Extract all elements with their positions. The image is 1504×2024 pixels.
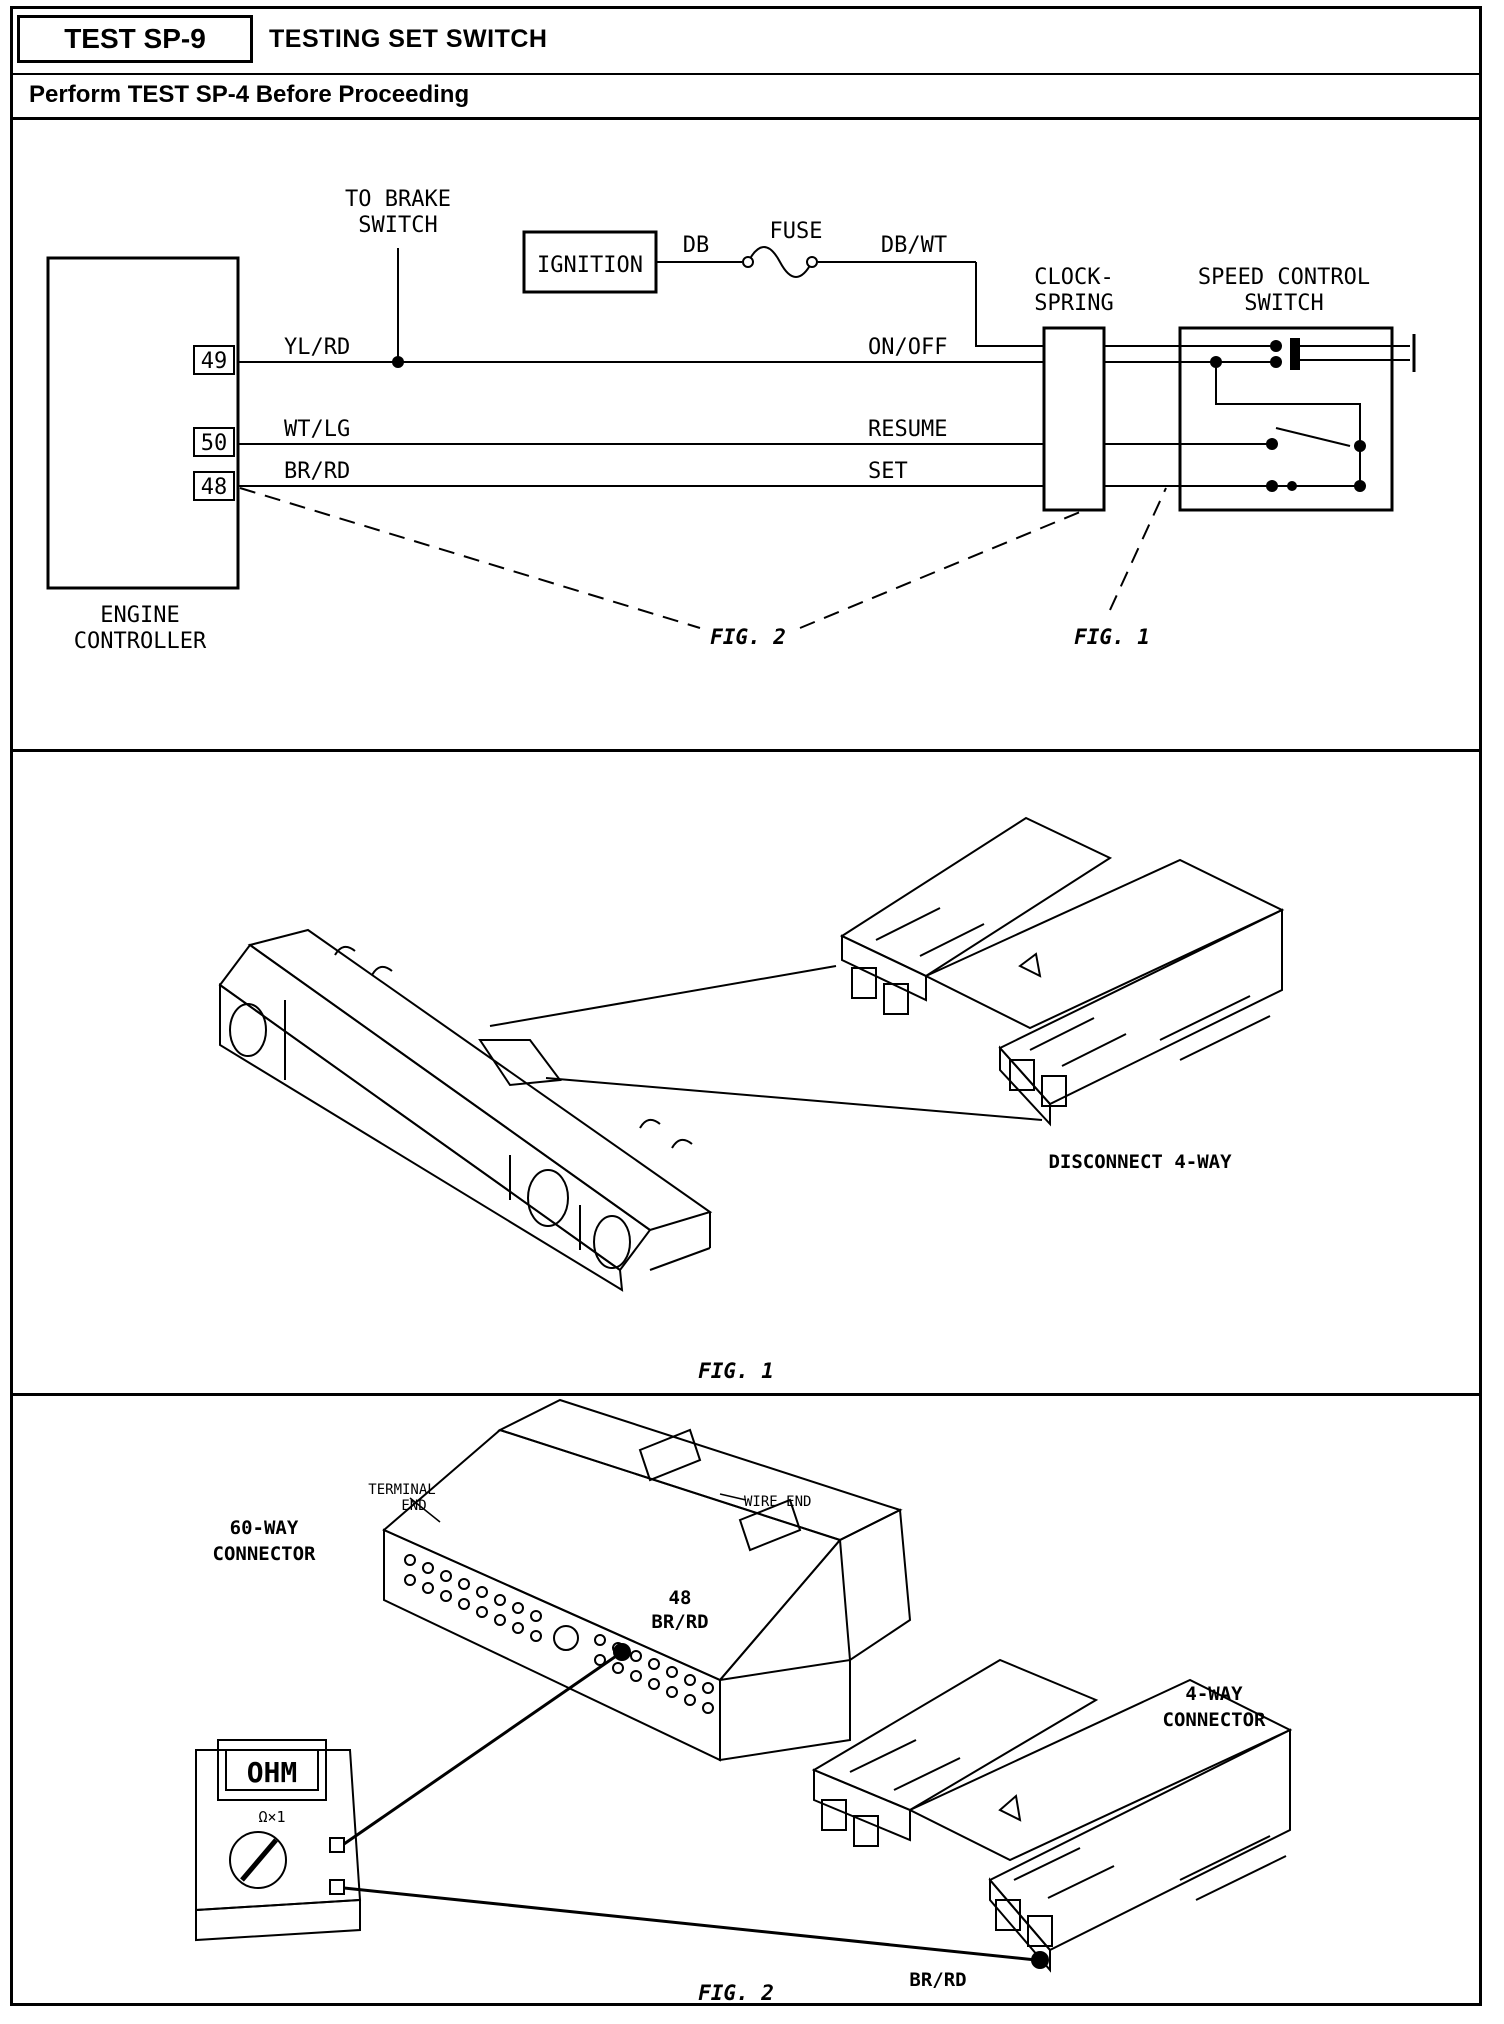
test-title: TESTING SET SWITCH	[269, 25, 548, 53]
prerequisite-text: Perform TEST SP-4 Before Proceeding	[29, 81, 470, 108]
section-divider	[13, 749, 1479, 752]
prerequisite-row: Perform TEST SP-4 Before Proceeding	[13, 73, 1479, 120]
test-id-box: TEST SP-9	[17, 15, 253, 63]
header-row: TEST SP-9 TESTING SET SWITCH	[13, 9, 1479, 75]
page-frame: TEST SP-9 TESTING SET SWITCH Perform TES…	[10, 6, 1482, 2006]
section-divider	[13, 1393, 1479, 1396]
